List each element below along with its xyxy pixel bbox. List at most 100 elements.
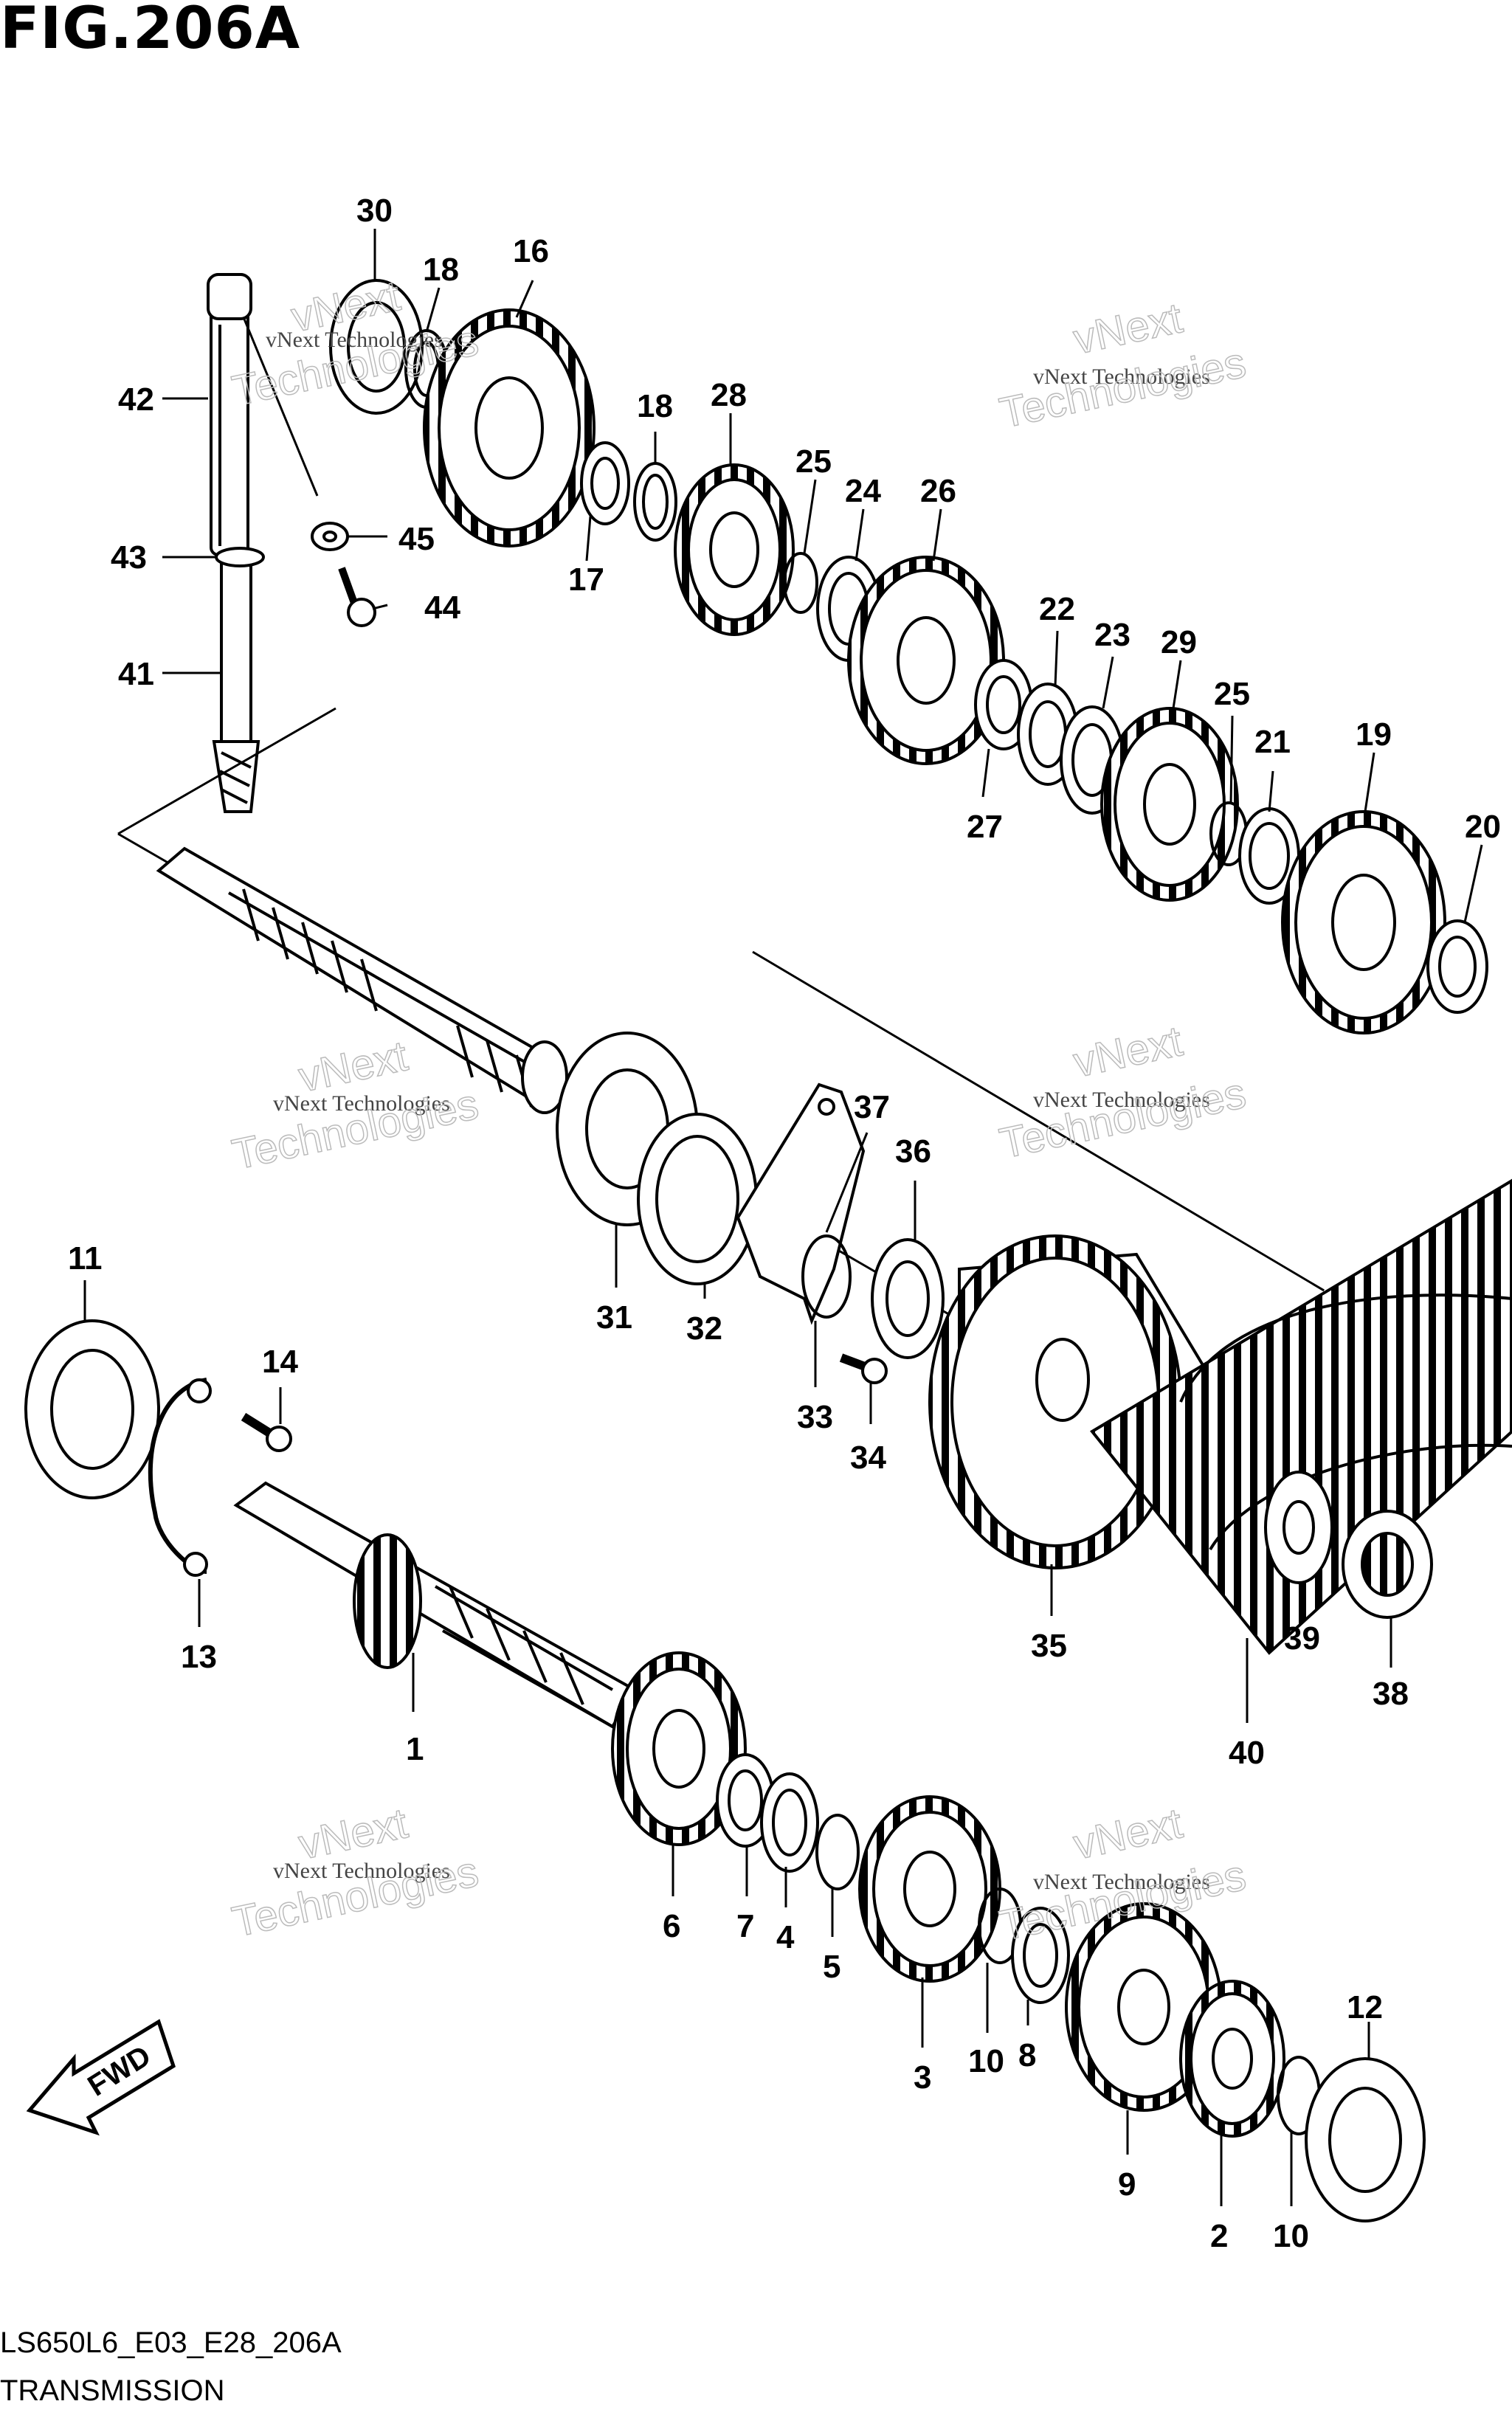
bearing-12: [1305, 2057, 1426, 2222]
callout-6: 6: [663, 1908, 680, 1944]
svg-text:vNext Technologies: vNext Technologies: [1033, 365, 1210, 389]
callout-22: 22: [1039, 591, 1075, 627]
bushing-20: [1426, 919, 1488, 1014]
leader-lines: [83, 229, 1483, 2206]
callout-18a: 18: [423, 252, 459, 288]
watermark-2: vNext Technologies vNext Technologies: [995, 294, 1250, 438]
callout-43: 43: [111, 539, 147, 576]
gear-3: [858, 1795, 1001, 1983]
callout-labels: 1 2 3 4 5 6 7 8 9 10 10 11 12 13 14 16 1…: [68, 193, 1501, 2254]
mainshaft-1: [233, 1481, 637, 1729]
circlip-25a: [783, 552, 818, 614]
callout-11: 11: [68, 1240, 103, 1277]
shaft-41-42: [207, 273, 265, 813]
diagram-code: LS650L6_E03_E28_206A: [0, 2327, 342, 2359]
oring-37: [801, 1234, 852, 1319]
bushing-17: [580, 441, 630, 525]
callout-45: 45: [398, 521, 435, 557]
washer-18b: [633, 462, 677, 542]
callout-2: 2: [1210, 2218, 1228, 2254]
belt-40: [1090, 1178, 1512, 1655]
svg-text:vNext Technologies: vNext Technologies: [273, 1859, 450, 1883]
callout-39: 39: [1284, 1620, 1320, 1657]
gear-28: [674, 463, 795, 636]
figure-title: FIG.206A: [0, 0, 301, 62]
callout-40: 40: [1229, 1735, 1265, 1771]
fwd-arrow-icon: [26, 2019, 176, 2136]
gear-6: [611, 1651, 747, 1846]
bearing-11: [24, 1319, 160, 1499]
watermark-5: vNext Technologies vNext Technologies: [227, 1799, 483, 1947]
callout-35: 35: [1031, 1628, 1067, 1664]
diagram-name: TRANSMISSION: [0, 2374, 225, 2407]
svg-text:vNext Technologies: vNext Technologies: [1033, 1088, 1210, 1112]
watermark-3: vNext Technologies vNext Technologies: [227, 1032, 483, 1180]
callout-19: 19: [1356, 716, 1392, 753]
callout-18b: 18: [637, 388, 673, 424]
washer-8: [1011, 1907, 1070, 2004]
gear-29: [1100, 707, 1239, 902]
callout-20: 20: [1465, 809, 1501, 845]
callout-10b: 10: [1273, 2218, 1309, 2254]
callout-29: 29: [1161, 624, 1197, 660]
callout-37: 37: [854, 1089, 890, 1125]
bolt-34: [839, 1353, 888, 1384]
watermark-4: vNext Technologies vNext Technologies: [995, 1017, 1250, 1169]
nut-38: [1342, 1510, 1433, 1619]
callout-12: 12: [1347, 1989, 1383, 2025]
callout-26: 26: [920, 473, 956, 509]
seal-32: [637, 1113, 758, 1285]
washer-39: [1264, 1471, 1333, 1584]
screw-44: [338, 567, 376, 627]
svg-text:vNext Technologies: vNext Technologies: [273, 1091, 450, 1116]
gear-26: [847, 556, 1005, 765]
callout-28: 28: [711, 377, 747, 413]
gear-16: [423, 308, 596, 547]
callout-44: 44: [424, 590, 460, 626]
spacer-36: [871, 1238, 945, 1359]
bearing-30: [329, 279, 424, 415]
svg-text:vNext Technologies: vNext Technologies: [266, 328, 443, 352]
callout-5: 5: [823, 1949, 840, 1985]
screw-14: [241, 1412, 292, 1452]
callout-13: 13: [181, 1639, 217, 1675]
callout-42: 42: [118, 381, 154, 418]
callout-3: 3: [914, 2059, 931, 2096]
callout-23: 23: [1094, 617, 1130, 653]
callout-17: 17: [568, 562, 604, 598]
callout-38: 38: [1373, 1676, 1409, 1712]
callout-33: 33: [797, 1399, 833, 1435]
callout-25a: 25: [795, 443, 832, 480]
callout-36: 36: [895, 1133, 931, 1170]
svg-text:vNext: vNext: [1069, 1017, 1187, 1086]
callout-30: 30: [356, 193, 393, 229]
callout-8: 8: [1018, 2037, 1036, 2073]
circlip-5: [815, 1814, 860, 1890]
callout-41: 41: [118, 656, 154, 692]
svg-text:vNext Technologies: vNext Technologies: [1033, 1870, 1210, 1894]
sprocket-35: [928, 1234, 1227, 1569]
washer-4: [760, 1772, 819, 1873]
callout-14: 14: [262, 1344, 298, 1380]
retainer-13: [148, 1378, 212, 1577]
callout-9: 9: [1118, 2166, 1136, 2203]
gear-2: [1179, 1980, 1285, 2138]
svg-text:vNext: vNext: [1069, 1799, 1187, 1868]
callout-10a: 10: [968, 2043, 1004, 2079]
callout-1: 1: [406, 1731, 424, 1767]
washer-45: [311, 522, 349, 551]
gear-19: [1281, 810, 1446, 1034]
callout-7: 7: [736, 1908, 754, 1944]
callout-21: 21: [1254, 724, 1291, 760]
callout-34: 34: [850, 1440, 886, 1476]
callout-27: 27: [967, 809, 1003, 845]
callout-16: 16: [513, 233, 549, 269]
callout-25b: 25: [1214, 676, 1250, 712]
plate-33: [736, 1082, 866, 1325]
callout-32: 32: [686, 1310, 722, 1347]
svg-text:Technologies: Technologies: [995, 1069, 1250, 1168]
callout-24: 24: [845, 473, 881, 509]
callout-4: 4: [776, 1919, 795, 1955]
callout-31: 31: [596, 1299, 632, 1336]
